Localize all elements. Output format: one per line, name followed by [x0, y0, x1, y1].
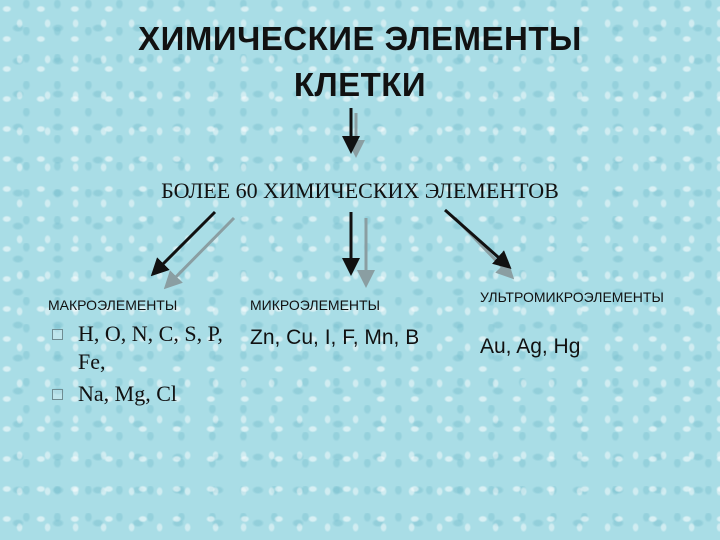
- macro-item-1: H, O, N, C, S, P, Fe,: [78, 321, 223, 374]
- square-bullet-icon: [52, 329, 63, 340]
- ultra-heading: УЛЬТРОМИКРОЭЛЕМЕНТЫ: [480, 289, 664, 305]
- square-bullet-icon: [52, 389, 63, 400]
- arrow-macro: [150, 210, 217, 277]
- arrow-ultra: [444, 208, 512, 269]
- title-line-1: ХИМИЧЕСКИЕ ЭЛЕМЕНТЫ: [138, 20, 582, 57]
- subtitle: БОЛЕЕ 60 ХИМИЧЕСКИХ ЭЛЕМЕНТОВ: [161, 178, 559, 203]
- macro-item-2: Na, Mg, Cl: [78, 381, 177, 406]
- ultra-values: Au, Ag, Hg: [480, 335, 581, 358]
- micro-heading: МИКРОЭЛЕМЕНТЫ: [250, 297, 380, 313]
- arrow-macro-shadow: [163, 216, 236, 290]
- title-line-2: КЛЕТКИ: [293, 66, 427, 103]
- macro-heading: МАКРОЭЛЕМЕНТЫ: [48, 297, 178, 313]
- list-item: H, O, N, C, S, P, Fe,: [48, 320, 238, 376]
- micro-values: Zn, Cu, I, F, Mn, B: [250, 326, 420, 349]
- slide-title: ХИМИЧЕСКИЕ ЭЛЕМЕНТЫ КЛЕТКИ: [60, 16, 660, 108]
- macro-list: H, O, N, C, S, P, Fe, Na, Mg, Cl: [48, 320, 238, 412]
- list-item: Na, Mg, Cl: [48, 380, 238, 408]
